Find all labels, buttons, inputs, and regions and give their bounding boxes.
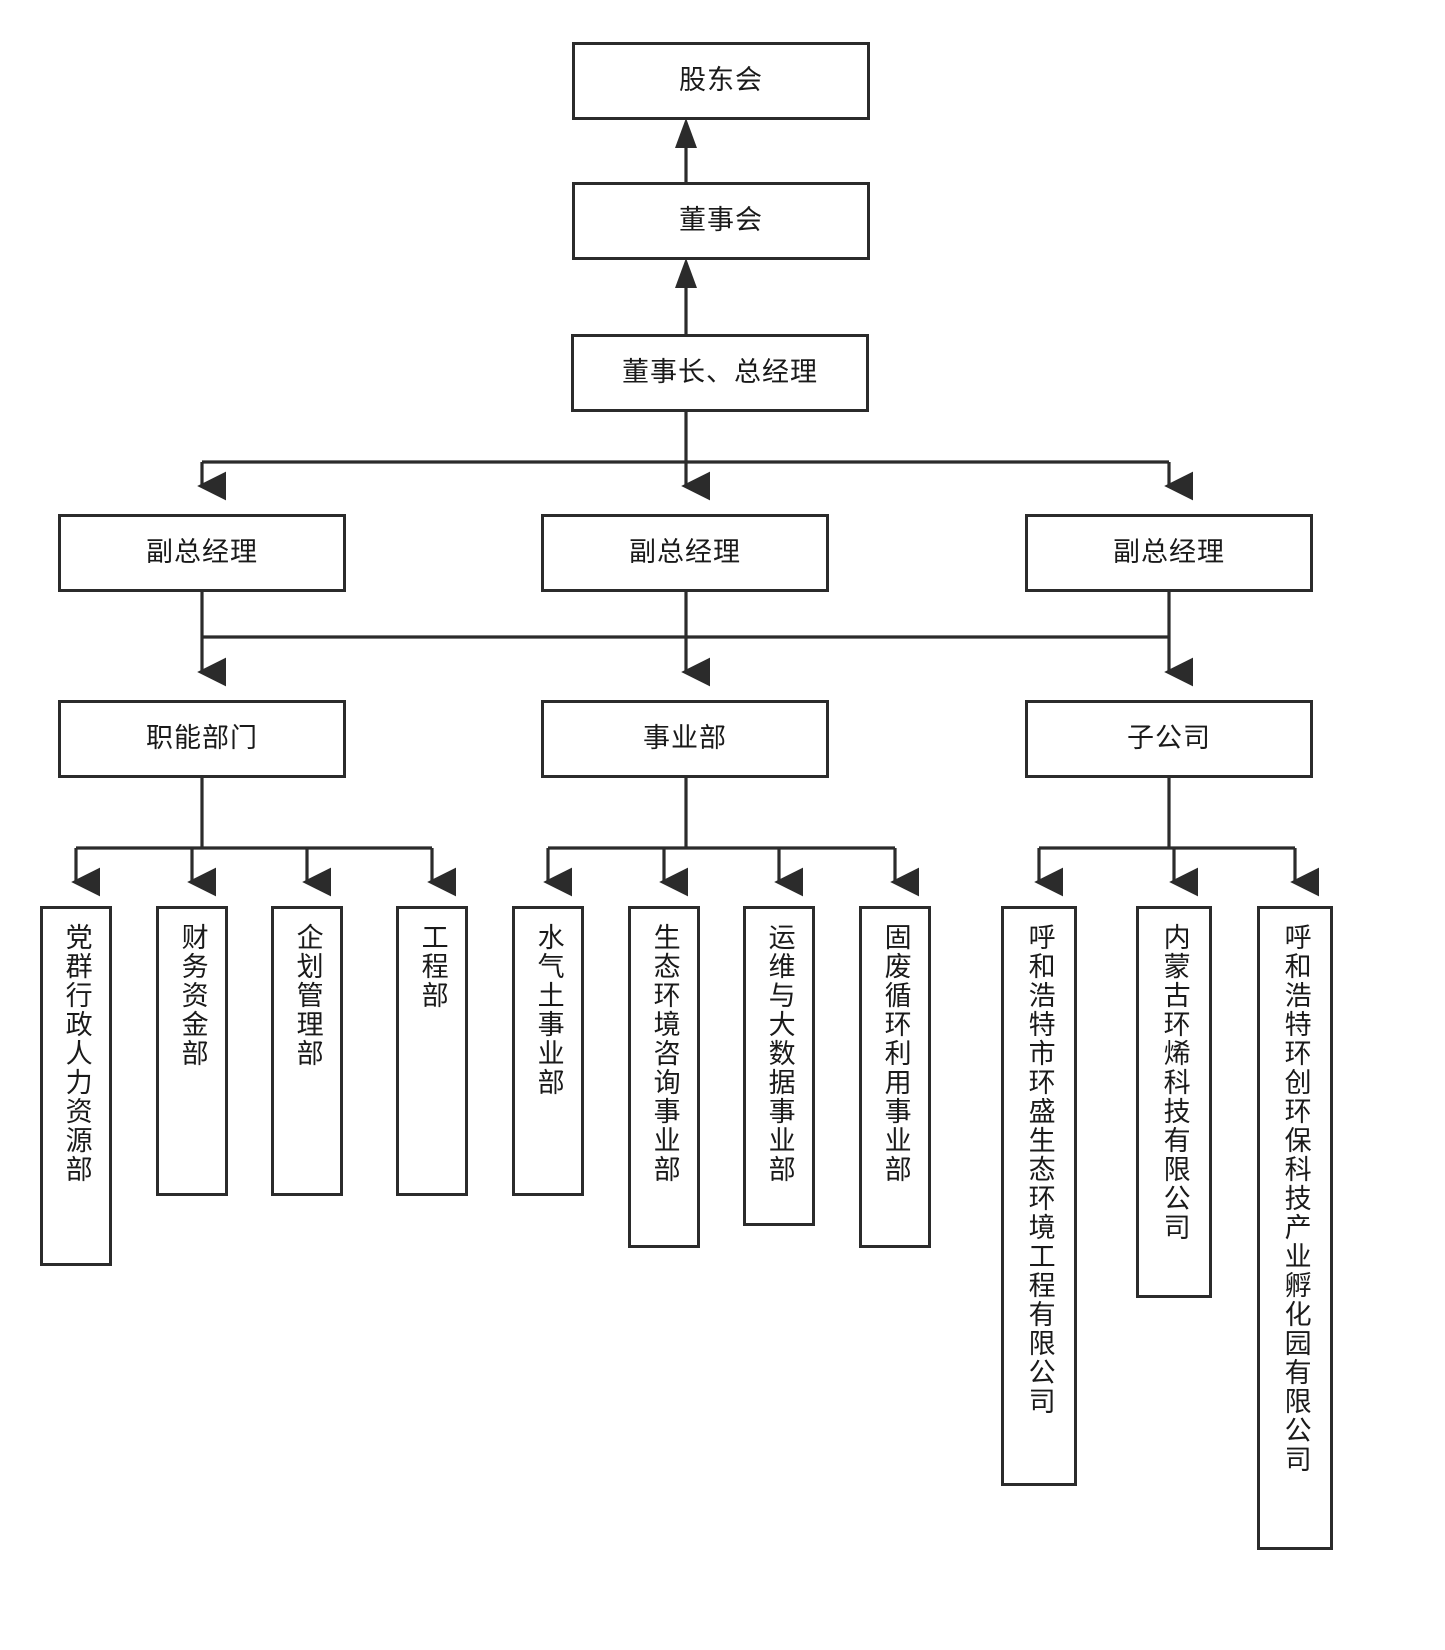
node-subsidiaries[interactable]: 子公司 xyxy=(1025,700,1313,778)
node-business-divisions[interactable]: 事业部 xyxy=(541,700,829,778)
business-division-3[interactable]: 运维与大数据事业部 xyxy=(743,906,815,1226)
functional-department-1[interactable]: 党群行政人力资源部 xyxy=(40,906,112,1266)
node-vice-general-manager-right[interactable]: 副总经理 xyxy=(1025,514,1313,592)
node-label: 副总经理 xyxy=(629,537,741,568)
node-label: 董事长、总经理 xyxy=(622,357,818,388)
business-division-2[interactable]: 生态环境咨询事业部 xyxy=(628,906,700,1248)
subsidiary-company-1[interactable]: 呼和浩特市环盛生态环境工程有限公司 xyxy=(1001,906,1077,1486)
node-label: 呼和浩特环创环保科技产业孵化园有限公司 xyxy=(1280,923,1311,1474)
functional-department-2[interactable]: 财务资金部 xyxy=(156,906,228,1196)
node-label: 子公司 xyxy=(1127,723,1211,754)
edge-business-to-units xyxy=(543,778,919,897)
edge-chairman-to-vps xyxy=(197,412,1193,501)
node-label: 董事会 xyxy=(679,205,763,236)
node-functional-departments[interactable]: 职能部门 xyxy=(58,700,346,778)
functional-department-4[interactable]: 工程部 xyxy=(396,906,468,1196)
node-chairman-general-manager[interactable]: 董事长、总经理 xyxy=(571,334,869,412)
node-label: 财务资金部 xyxy=(177,923,208,1068)
node-label: 党群行政人力资源部 xyxy=(61,923,92,1184)
business-division-1[interactable]: 水气土事业部 xyxy=(512,906,584,1196)
node-label: 工程部 xyxy=(417,923,448,1010)
edge-vps-to-categories xyxy=(197,592,1193,687)
node-label: 运维与大数据事业部 xyxy=(764,923,795,1184)
subsidiary-company-2[interactable]: 内蒙古环烯科技有限公司 xyxy=(1136,906,1212,1298)
node-label: 呼和浩特市环盛生态环境工程有限公司 xyxy=(1024,923,1055,1416)
business-division-4[interactable]: 固废循环利用事业部 xyxy=(859,906,931,1248)
node-vice-general-manager-middle[interactable]: 副总经理 xyxy=(541,514,829,592)
node-vice-general-manager-left[interactable]: 副总经理 xyxy=(58,514,346,592)
node-label: 生态环境咨询事业部 xyxy=(649,923,680,1184)
node-label: 职能部门 xyxy=(146,723,258,754)
node-label: 副总经理 xyxy=(1113,537,1225,568)
node-label: 内蒙古环烯科技有限公司 xyxy=(1159,923,1190,1242)
subsidiary-company-3[interactable]: 呼和浩特环创环保科技产业孵化园有限公司 xyxy=(1257,906,1333,1550)
node-label: 水气土事业部 xyxy=(533,923,564,1097)
functional-department-3[interactable]: 企划管理部 xyxy=(271,906,343,1196)
node-label: 固废循环利用事业部 xyxy=(880,923,911,1184)
edge-chairman-to-board xyxy=(675,258,697,334)
node-board-of-directors[interactable]: 董事会 xyxy=(572,182,870,260)
node-label: 股东会 xyxy=(679,65,763,96)
edge-subsidiary-to-companies xyxy=(1034,778,1319,897)
node-label: 企划管理部 xyxy=(292,923,323,1068)
node-shareholders-meeting[interactable]: 股东会 xyxy=(572,42,870,120)
node-label: 副总经理 xyxy=(146,537,258,568)
edge-functional-to-departments xyxy=(71,778,456,897)
node-label: 事业部 xyxy=(643,723,727,754)
edge-board-to-shareholders xyxy=(675,118,697,182)
